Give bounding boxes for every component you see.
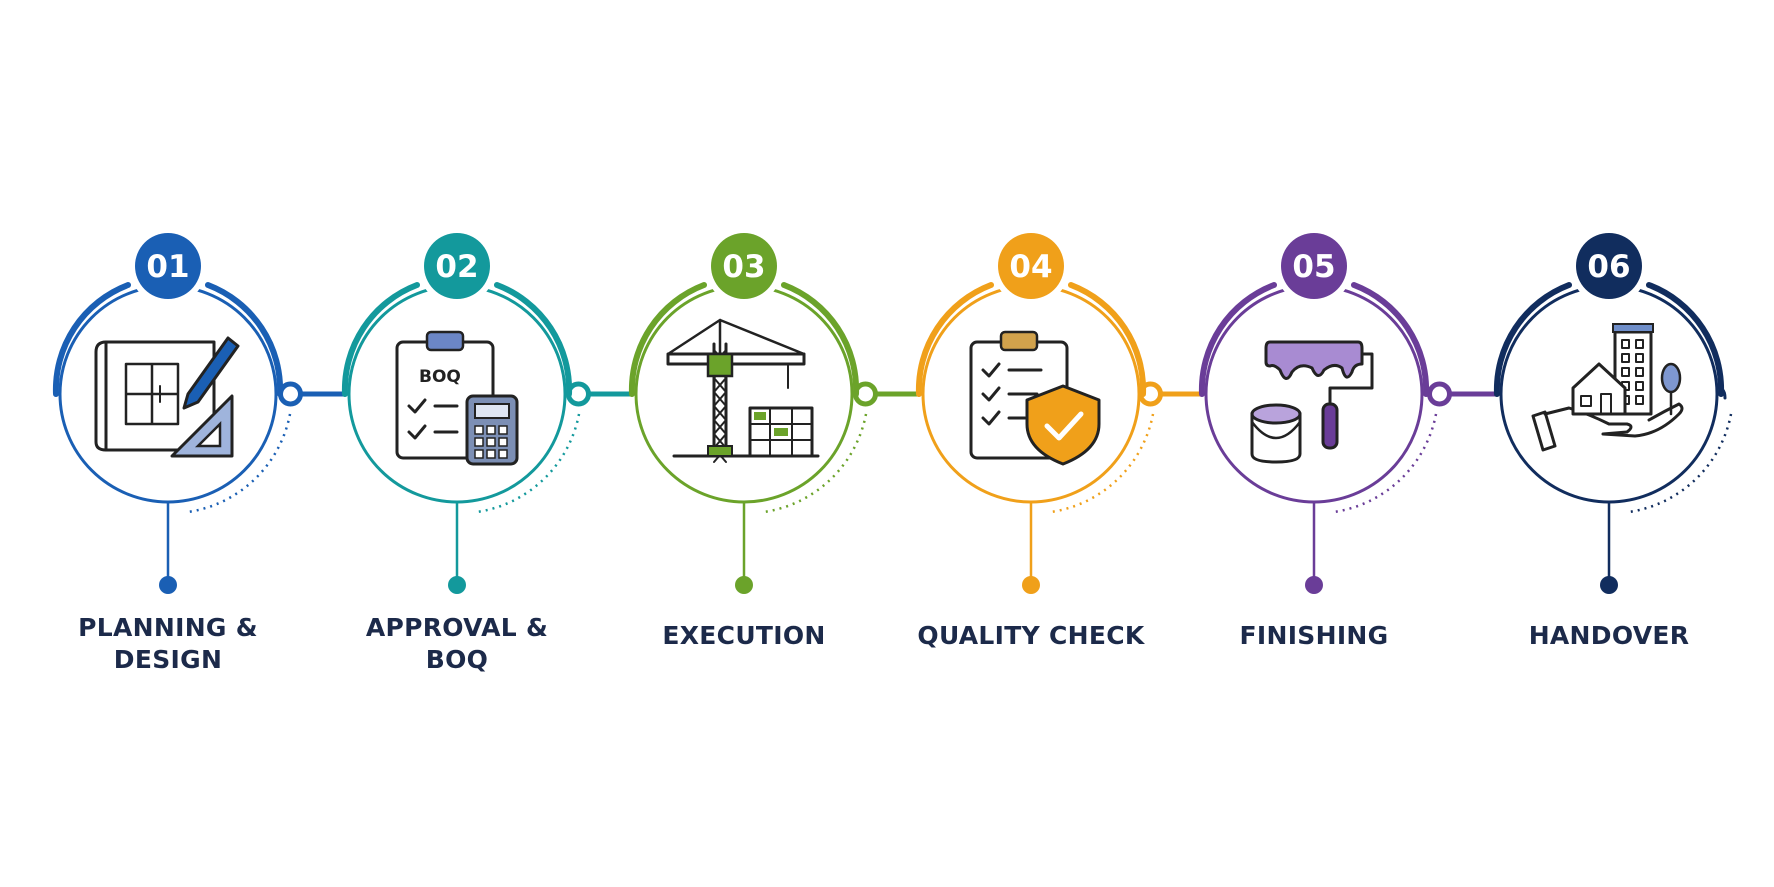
- handover-house-icon: [1531, 323, 1684, 452]
- stem-dot: [735, 576, 753, 594]
- badge-circle: [424, 233, 490, 299]
- ring-accent-left: [341, 282, 420, 397]
- badge-circle: [1576, 233, 1642, 299]
- step-ring: [347, 284, 567, 504]
- quality-shield-icon: [969, 330, 1101, 466]
- step-ring: [634, 284, 854, 504]
- step-5: 05: [1198, 227, 1497, 594]
- ring-accent-right: [205, 282, 284, 397]
- step-label-line: APPROVAL &: [365, 613, 549, 642]
- step-number: 03: [722, 249, 765, 285]
- step-label-line: PLANNING &: [78, 613, 258, 642]
- connector-ring: [278, 381, 303, 407]
- step-label-line: EXECUTION: [662, 621, 826, 650]
- step-label: HANDOVER: [1479, 620, 1739, 652]
- ring-accent-right: [494, 282, 573, 397]
- step-6: 06: [1493, 227, 1733, 594]
- badge-circle: [1281, 233, 1347, 299]
- ring-accent-right: [781, 282, 860, 397]
- step-label-line: FINISHING: [1239, 621, 1389, 650]
- badge-circle: [711, 233, 777, 299]
- step-label: APPROVAL & BOQ: [327, 612, 587, 676]
- ring-accent-left: [1198, 282, 1277, 397]
- svg-text:BOQ: BOQ: [419, 367, 461, 387]
- step-label-line: QUALITY CHECK: [917, 621, 1145, 650]
- ring-accent-right: [1646, 282, 1725, 397]
- ring-accent-left: [52, 282, 131, 397]
- paint-roller-icon: [1250, 340, 1374, 464]
- blueprint-icon: [94, 336, 240, 458]
- ring-accent-left: [1493, 282, 1572, 397]
- connector-ring: [1427, 381, 1452, 407]
- step-number: 02: [435, 249, 478, 285]
- stem-dot: [1305, 576, 1323, 594]
- step-label: EXECUTION: [614, 620, 874, 652]
- step-number: 01: [146, 249, 189, 285]
- step-badge: 04: [992, 227, 1070, 305]
- badge-circle: [998, 233, 1064, 299]
- step-badge: 05: [1275, 227, 1353, 305]
- step-badge: 01: [129, 227, 207, 305]
- ring-accent-right: [1351, 282, 1430, 397]
- step-label: QUALITY CHECK: [901, 620, 1161, 652]
- step-badge: 03: [705, 227, 783, 305]
- stem-dot: [1600, 576, 1618, 594]
- step-label: PLANNING & DESIGN: [38, 612, 298, 676]
- step-label-line: DESIGN: [113, 645, 223, 674]
- ring-accent-right: [1068, 282, 1147, 397]
- crane-icon: [666, 318, 820, 463]
- step-badge: 02: [418, 227, 496, 305]
- step-label-line: BOQ: [425, 645, 489, 674]
- ring-accent-left: [915, 282, 994, 397]
- stem-dot: [159, 576, 177, 594]
- badge-circle: [135, 233, 201, 299]
- ring-accent-left: [628, 282, 707, 397]
- boq-clipboard-icon: BOQ: [395, 330, 519, 466]
- step-ring: [1204, 284, 1424, 504]
- step-number: 06: [1587, 249, 1630, 285]
- step-label-line: HANDOVER: [1528, 621, 1690, 650]
- step-badge: 06: [1570, 227, 1648, 305]
- step-number: 04: [1009, 249, 1052, 285]
- step-1: 01: [52, 227, 345, 594]
- step-number: 05: [1292, 249, 1335, 285]
- step-3: 03: [628, 227, 919, 594]
- step-4: 04: [915, 227, 1202, 594]
- step-label: FINISHING: [1184, 620, 1444, 652]
- stem-dot: [1022, 576, 1040, 594]
- stem-dot: [448, 576, 466, 594]
